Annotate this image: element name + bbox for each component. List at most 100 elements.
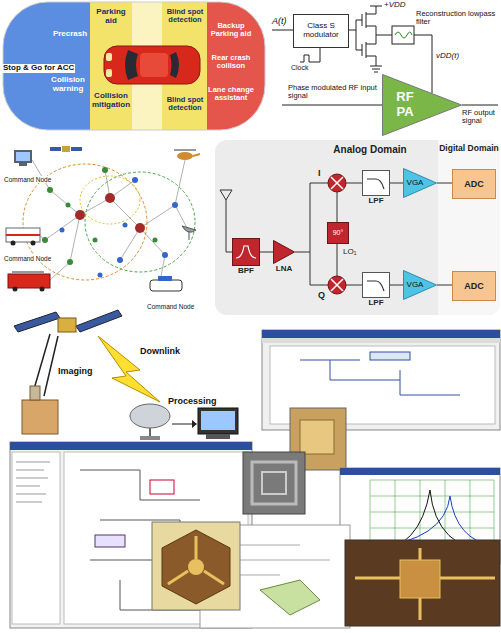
software-screenshots [262,338,500,343]
lpf-label: LPF [352,197,400,206]
signal-name-holder: LO₁ [343,248,356,257]
network-illustration [102,167,108,173]
network-illustration [172,202,178,208]
signal-connector [390,285,403,286]
filter-icon [236,246,256,258]
zone-label-holder: Lane change assistant [208,86,254,103]
mixer-symbol [328,174,346,192]
car-picture [125,50,138,80]
vga-triangle: VGA [403,168,437,198]
satellite-icon [71,147,82,151]
rf-pa-triangle-outline [382,74,462,136]
police-car-icon [150,276,182,291]
network-illustration [135,223,145,233]
satellite-imaging-illustration [14,312,60,332]
node-name: Command Node [3,176,52,183]
software-screenshots [345,540,500,626]
car-picture [104,46,200,84]
ambulance-icon [6,228,40,246]
car-picture [140,53,168,77]
dish-icon [189,231,190,240]
network-illustration [66,203,71,208]
software-screenshots [300,420,334,454]
zone-label-holder: Rear crash collison [208,54,254,71]
satellite-imaging-illustration [192,420,197,428]
filter-icon [232,238,260,266]
node-name-holder: Command Node [146,295,195,313]
software-screenshots [188,559,204,575]
lpf-block-shape [362,170,390,196]
zone-label: Collision warning [46,76,90,94]
fire-truck-icon [8,274,50,288]
ambulance-icon [31,241,36,246]
satellite-imaging-illustration [76,310,122,332]
satellite-imaging-illustration [130,404,170,428]
digital-domain-region-text-area: Digital Domain [438,144,500,154]
class-s-circuit [347,20,362,50]
car-sensor-zones [0,0,267,135]
satellite-imaging-illustration [44,336,58,396]
supply-name-holder: +VDD [384,1,406,10]
lna-triangle-outline [273,240,295,264]
software-screenshots [400,560,440,598]
fire-truck-icon [40,287,45,292]
car-sensor-zones [3,2,265,130]
helicopter-icon [177,152,193,160]
bpf-block-shape [232,238,260,266]
satellite-imaging-illustration [30,386,40,400]
computer-icon [14,150,32,166]
car-picture [170,52,179,78]
network-illustration [32,160,50,190]
class-s-circuit [272,30,293,31]
network-illustration [162,252,168,258]
software-screenshots [10,442,252,450]
computer-icon [19,163,27,166]
zone-label-holder: Backup Parking aid [208,22,254,39]
zone-label: Stop & Go for ACC [2,64,75,73]
satellite-imaging-illustration [140,436,160,440]
satellite-imaging-illustration [198,408,238,434]
phase-shifter-text-area: 90° [328,223,348,243]
receiver-illustration [215,140,500,315]
process-name: Processing [168,396,217,406]
process-name-holder: Downlink [140,346,180,356]
class-s-circuit [300,46,320,62]
network-illustration [153,238,158,243]
phase-shifter-shape: 90° [327,222,349,244]
satellite-imaging-illustration [14,310,238,440]
class-s-circuit [395,32,412,38]
zone-label: Blind spot detection [163,96,207,113]
signal-name-holder: Phase modulated RF input signal [288,84,378,101]
class-s-circuit [414,35,432,93]
bpf-block-text-area: BPF [222,267,270,276]
lpf-block-text-area: LPF [352,299,400,308]
filter-icon [362,170,390,196]
network-illustration [6,146,200,292]
police-car-icon [158,276,172,281]
dish-icon [182,226,196,240]
node-name: Command Node [3,255,52,262]
satellite-imaging-illustration [206,434,230,439]
network-illustration [110,198,140,228]
receiver-illustration [295,183,328,285]
receiver-illustration [220,190,232,200]
class-s-circuit [392,26,414,44]
part-name: Reconstruction lowpass filter [416,10,498,27]
software-screenshots [12,452,60,624]
receiver-illustration [215,140,500,315]
signal-connector [437,285,452,286]
lna-triangle: LNA [273,240,295,264]
software-screenshots [370,352,410,360]
rf-pa-triangle: RF PA [382,74,462,136]
zone-label-holder: Blind spot detection [163,8,207,25]
process-name: Downlink [140,346,180,356]
adc-block-text-area: ADC [453,272,495,300]
modulator-label: Class S modulator [294,22,348,40]
zone-label-holder: Stop & Go for ACC [2,56,75,74]
adc-block-shape: ADC [452,169,496,199]
vga-label: VGA [407,281,424,290]
mixer-symbol [328,276,346,294]
class-s-circuit [366,56,382,72]
